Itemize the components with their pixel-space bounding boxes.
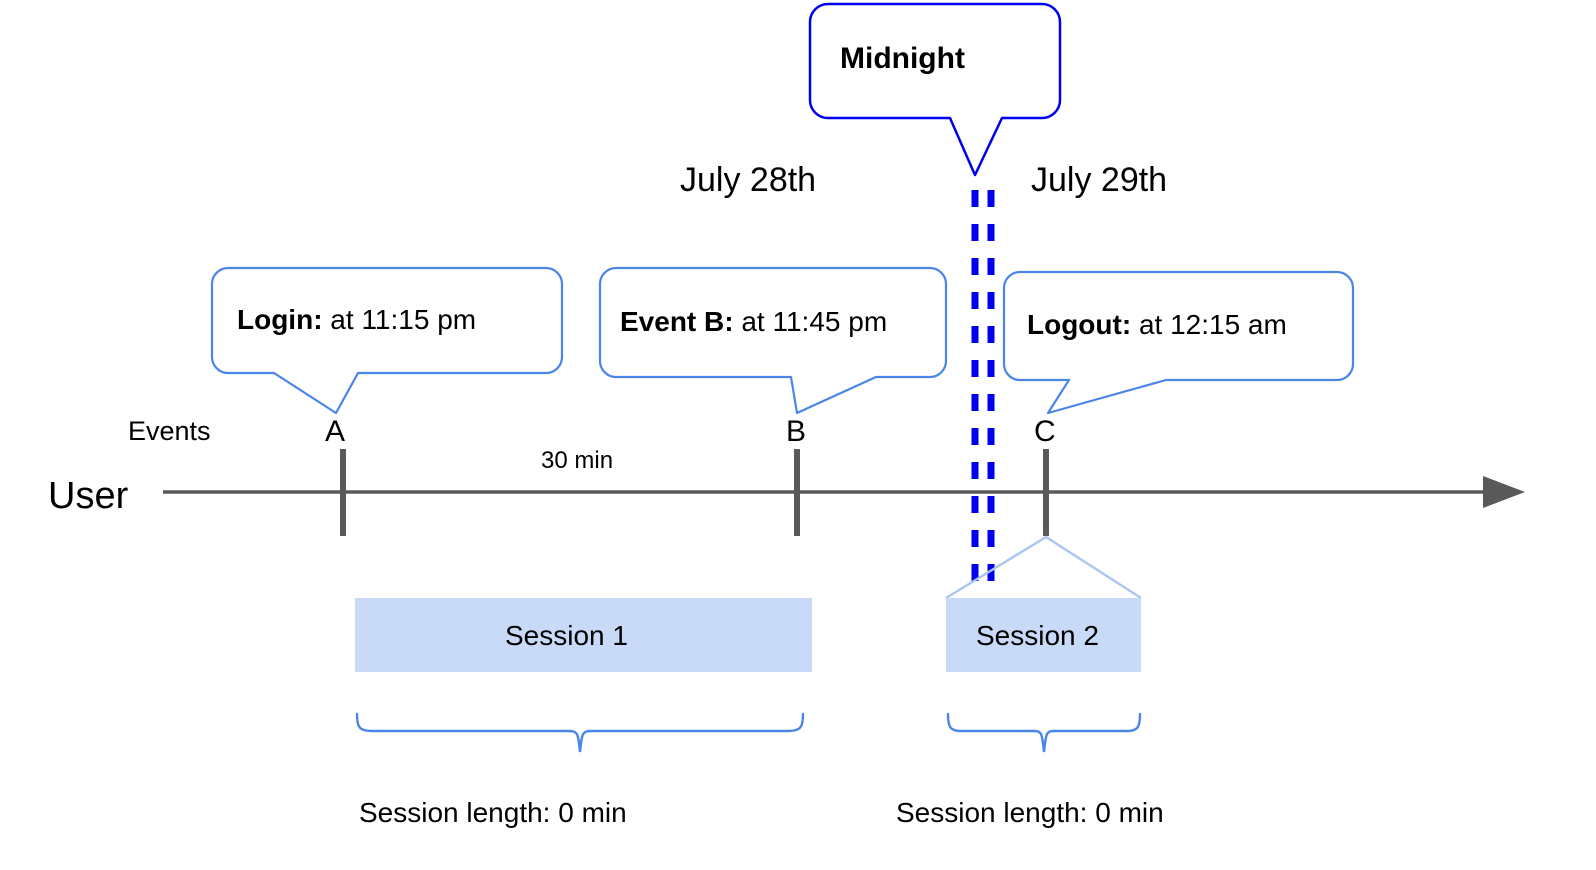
midnight-dashed-lines [971, 190, 995, 585]
session-1-box [355, 598, 812, 672]
session-2-label: Session 2 [976, 620, 1099, 651]
midnight-callout-label: Midnight [840, 42, 965, 75]
callout-shape-logout [1002, 270, 1355, 415]
callout-event-b-rest: at 11:45 pm [733, 306, 888, 337]
callout-event-b-bold: Event B: [620, 306, 734, 337]
events-row-label: Events [128, 416, 211, 446]
callout-shape-login [210, 266, 564, 415]
session-1-brace [355, 712, 805, 753]
callout-logout-rest: at 12:15 am [1131, 309, 1287, 340]
callout-text-logout: Logout: at 12:15 am [1027, 311, 1287, 339]
date-label-left: July 28th [680, 161, 817, 199]
event-marker-label-a: A [325, 415, 346, 448]
callout-logout-bold: Logout: [1027, 309, 1132, 340]
callout-text-event-b: Event B: at 11:45 pm [620, 308, 887, 336]
session2-connector [945, 535, 1142, 600]
date-label-right: July 29th [1031, 161, 1168, 199]
callout-login-bold: Login: [237, 304, 323, 335]
event-marker-label-b: B [786, 415, 807, 448]
session-2-box [946, 598, 1141, 672]
session-1-label: Session 1 [505, 620, 628, 651]
timeline-axis [163, 476, 1525, 508]
user-row-label: User [48, 475, 129, 517]
session-2-length-label: Session length: 0 min [896, 797, 1164, 828]
session-2-brace [946, 712, 1142, 753]
session-1-length-label: Session length: 0 min [359, 797, 627, 828]
event-marker-label-c: C [1034, 415, 1056, 448]
callout-login-rest: at 11:15 pm [322, 304, 477, 335]
midnight-callout-shape [808, 2, 1062, 177]
callout-text-login: Login: at 11:15 pm [237, 306, 476, 334]
callout-shape-event-b [598, 266, 948, 415]
gap-duration-label: 30 min [541, 447, 614, 474]
